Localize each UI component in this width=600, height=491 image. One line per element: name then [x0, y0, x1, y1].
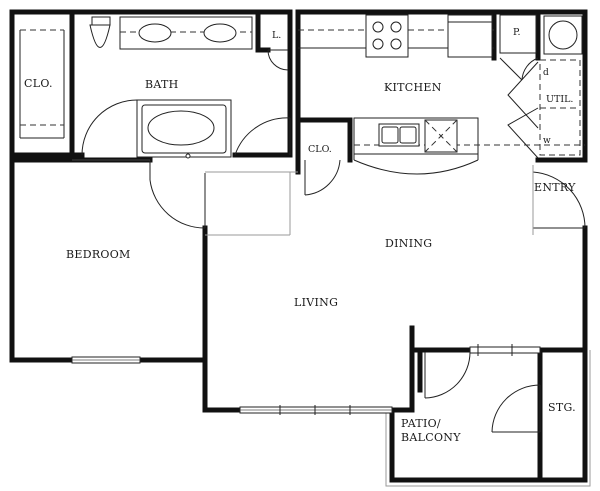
closet-left-shelving	[19, 29, 65, 139]
toilet-bowl	[89, 24, 111, 48]
label-pantry: P.	[513, 27, 521, 38]
label-closet-kitchen: CLO.	[308, 144, 332, 155]
tub-basin	[147, 110, 215, 146]
label-closet-left: CLO.	[24, 77, 53, 90]
toilet-tank	[91, 16, 111, 26]
patio-railing	[385, 350, 591, 487]
label-dryer: d	[543, 68, 549, 78]
sink-right	[203, 23, 237, 43]
label-patio-line2: BALCONY	[401, 431, 461, 444]
entry-door	[532, 165, 586, 235]
bath-fixtures	[81, 16, 291, 159]
label-bedroom: BEDROOM	[66, 248, 131, 261]
bedroom-door	[72, 159, 298, 236]
label-living: LIVING	[294, 296, 338, 309]
refrigerator	[447, 14, 493, 58]
kitchen-sink	[378, 123, 420, 147]
kitchen-fixtures	[298, 14, 585, 196]
sink-left	[138, 23, 172, 43]
label-utility: UTIL.	[546, 94, 573, 105]
label-linen: L.	[272, 30, 281, 41]
windows	[71, 344, 541, 415]
label-bath: BATH	[145, 78, 179, 91]
label-entry: ENTRY	[534, 181, 576, 194]
label-washer: w	[543, 136, 551, 146]
label-kitchen: KITCHEN	[384, 81, 442, 94]
label-patio-line1: PATIO/	[401, 417, 441, 430]
range	[365, 14, 409, 58]
patio-doors	[424, 351, 541, 433]
label-dining: DINING	[385, 237, 432, 250]
patio-door-window	[469, 346, 541, 354]
room-labels: CLO. BATH L. KITCHEN P. UTIL. d w CLO. E…	[24, 27, 576, 444]
water-heater	[548, 20, 578, 50]
label-storage: STG.	[548, 401, 576, 414]
